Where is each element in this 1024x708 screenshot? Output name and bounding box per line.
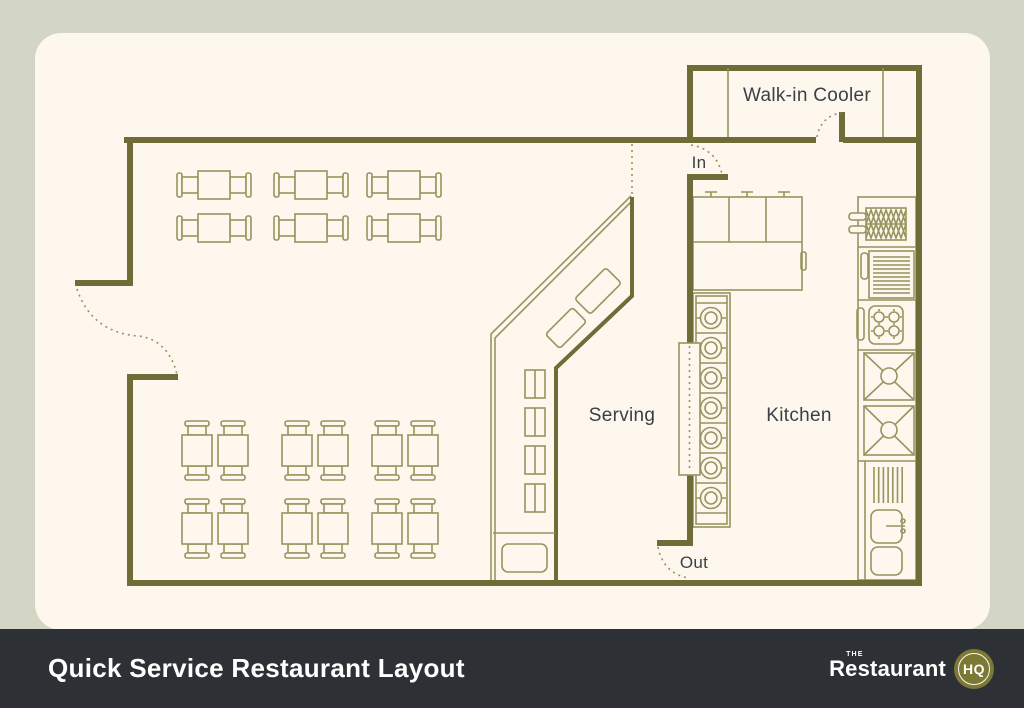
cooler-door-arc [816,112,842,138]
entrance-door-arc [76,288,178,376]
footer-bar: Quick Service Restaurant Layout THE Rest… [0,629,1024,708]
wash-basins [870,509,906,576]
brand-wordmark: THE Restaurant [829,651,946,681]
label-serving: Serving [589,405,656,426]
broiler [848,207,907,241]
cooler-interior-lines [727,68,884,137]
sink [863,352,915,401]
queue-rails [524,369,546,513]
serving-tray [545,307,587,349]
label-walk-in-cooler: Walk-in Cooler [743,85,871,106]
register-station [501,543,548,573]
label-out: Out [680,553,708,572]
serving-tray [575,268,621,314]
sink [863,405,915,456]
brand-restaurant: Restaurant [829,655,946,681]
brand-the: THE [846,650,864,658]
page-title: Quick Service Restaurant Layout [48,653,465,683]
dining-tables-two-seat [176,170,442,243]
out-door-arc [657,546,689,579]
door-swings [76,112,842,579]
brand-hq-text: HQ [963,660,985,677]
serving-counter [490,144,634,581]
brand-logo: THE Restaurant HQ [829,648,994,689]
four-burner-stove [856,305,904,345]
brand-hq-badge: HQ [954,648,994,689]
pass-through-window [678,342,701,476]
griddle [860,250,915,299]
label-kitchen: Kitchen [766,405,831,426]
drainboard [873,467,903,503]
prep-counter [692,191,807,291]
kitchen-equipment-column [848,196,917,581]
dining-tables-paired [181,420,439,559]
label-in: In [692,153,707,172]
